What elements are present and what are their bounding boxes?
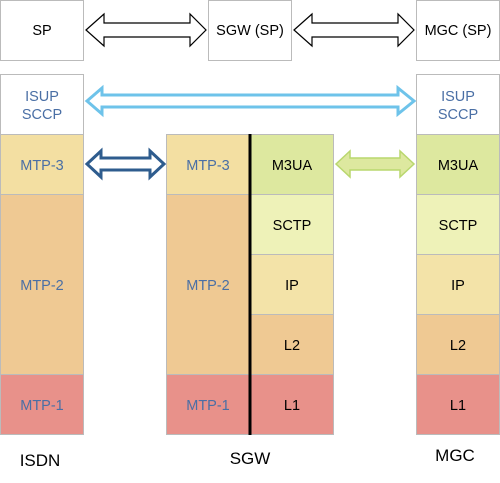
isdn-sccp-label: SCCP [22, 107, 62, 123]
mgc-sctp-label: SCTP [439, 218, 478, 234]
sgw-l2-box [250, 314, 334, 375]
mgc-isup-label: ISUP [441, 89, 475, 105]
mgc-sp-box [416, 0, 500, 61]
sgw-sp-box [208, 0, 292, 61]
sgw-caption: SGW [230, 449, 271, 468]
sgw-ip-label: IP [285, 278, 299, 294]
mgc-ip-box [416, 254, 500, 315]
isdn-mtp1-box [0, 374, 84, 435]
sp-sgw-arrow [85, 12, 207, 48]
sgw-sp-label: SGW (SP) [216, 23, 284, 39]
isdn-mtp2-box [0, 194, 84, 375]
sgw-m3ua-box [250, 134, 334, 195]
mtp3-peer-arrow [84, 147, 167, 181]
mgc-l1-box [416, 374, 500, 435]
isdn-mtp1-label: MTP-1 [20, 398, 64, 414]
mgc-sccp-label: SCCP [438, 107, 478, 123]
sgw-mtp2-label: MTP-2 [186, 278, 230, 294]
sgw-mgc-arrow [293, 12, 415, 48]
sgw-l2-label: L2 [284, 338, 300, 354]
sgw-l1-label: L1 [284, 398, 300, 414]
sgw-mtp1-label: MTP-1 [186, 398, 230, 414]
sp-label: SP [32, 23, 51, 39]
sp-box [0, 0, 84, 61]
sgw-sctp-label: SCTP [273, 218, 312, 234]
mgc-m3ua-label: M3UA [438, 158, 479, 174]
sgw-m3ua-label: M3UA [272, 158, 313, 174]
isdn-mtp3-label: MTP-3 [20, 158, 64, 174]
mgc-l2-label: L2 [450, 338, 466, 354]
mgc-sp-label: MGC (SP) [425, 23, 492, 39]
mgc-ip-label: IP [451, 278, 465, 294]
isdn-caption: ISDN [20, 451, 61, 470]
m3ua-peer-arrow [334, 149, 416, 179]
sgw-l1-box [250, 374, 334, 435]
sgw-sctp-box [250, 194, 334, 255]
mgc-caption: MGC [435, 446, 475, 465]
isdn-isup-sccp-box [0, 74, 84, 135]
mgc-l1-label: L1 [450, 398, 466, 414]
isdn-isup-label: ISUP [25, 89, 59, 105]
sgw-mtp3-label: MTP-3 [186, 158, 230, 174]
isup-sccp-peer-arrow [84, 84, 417, 118]
sgw-mtp1-box [166, 374, 250, 435]
sgw-mtp3-box [166, 134, 250, 195]
isdn-mtp2-label: MTP-2 [20, 278, 64, 294]
mgc-sctp-box [416, 194, 500, 255]
